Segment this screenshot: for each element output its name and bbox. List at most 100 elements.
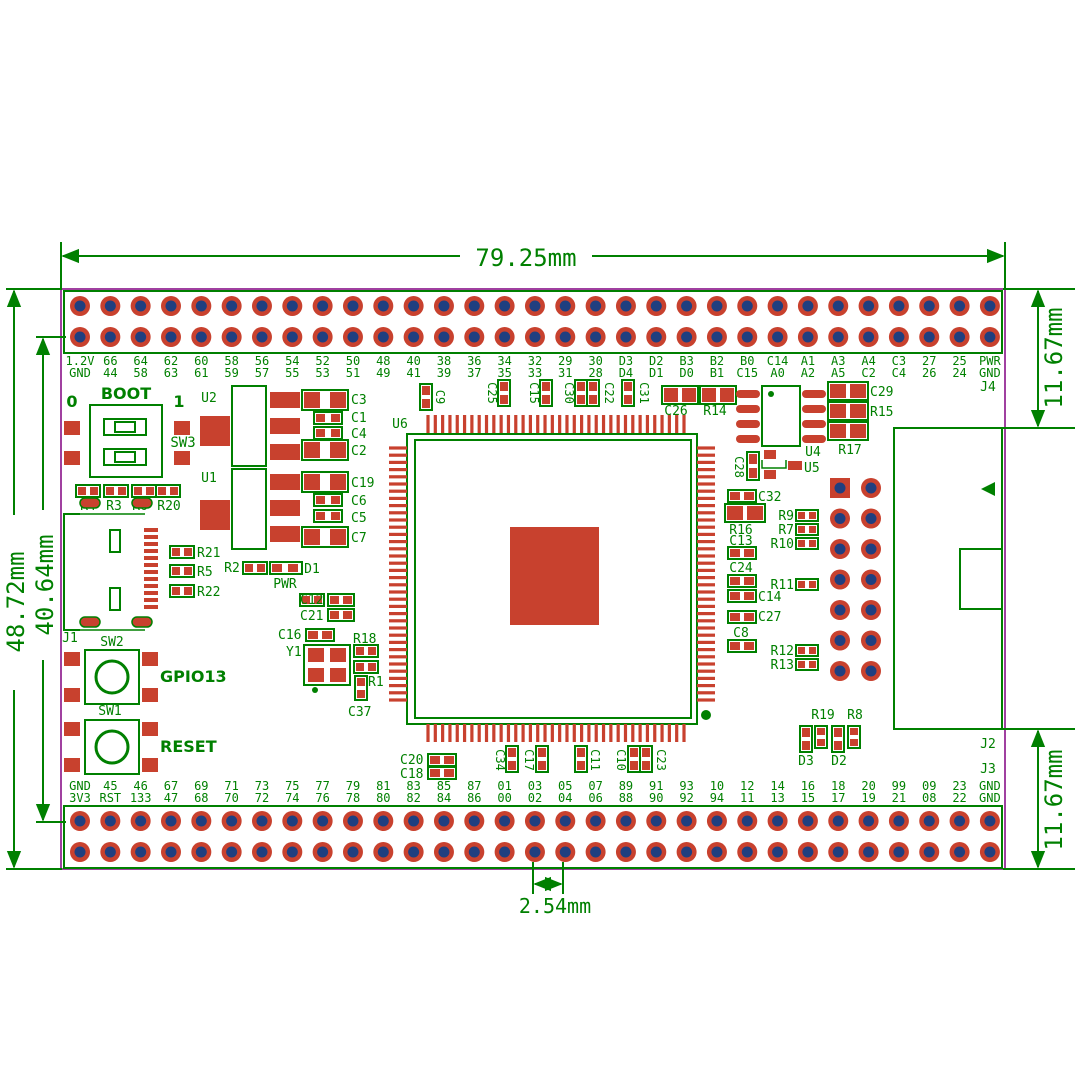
header-bottom-pin-label: 3V3 [69, 791, 91, 805]
header-bottom-pin-label: 08 [922, 791, 936, 805]
j2-label: J2 [980, 737, 996, 752]
qfp-pad [389, 640, 407, 644]
c9-label: C9 [433, 390, 447, 404]
qfp-pad [697, 612, 715, 616]
c26-label: C26 [664, 404, 687, 419]
header-top-pin [737, 327, 758, 347]
header-bottom-pin [919, 842, 940, 862]
header-top-pin [342, 327, 363, 347]
header-top-pin-label: A5 [831, 366, 845, 380]
jtag-pin [830, 539, 850, 559]
header-top-pin-label: B1 [710, 366, 724, 380]
qfp-pad [528, 415, 532, 433]
qfp-pad [521, 724, 525, 742]
r20-label: R20 [157, 499, 180, 514]
leds-d2-d3: R19 R8 D3 D2 [798, 708, 863, 769]
header-bottom-pin-label: 10 [710, 779, 724, 793]
usb-pad [144, 584, 158, 588]
header-bottom-pin-label: 15 [801, 791, 815, 805]
header-bottom-pin-label: 69 [194, 779, 208, 793]
qfp-pad [426, 415, 430, 433]
boot-switch-sw3: BOOT 0 1 SW3 [64, 384, 196, 478]
c3-label: C3 [351, 393, 367, 408]
qfp-pad [587, 724, 591, 742]
qfp-pad [499, 724, 503, 742]
header-bottom-pin-label: 16 [801, 779, 815, 793]
qfp-pad [492, 724, 496, 742]
c29-label: C29 [870, 385, 893, 400]
header-bottom-pin [494, 842, 515, 862]
r12-label: R12 [771, 644, 794, 659]
c29-r15-r17: C29 R15 R17 [827, 381, 893, 458]
qfp-pad [492, 415, 496, 433]
c6-label: C6 [351, 494, 367, 509]
header-bottom-pin [555, 842, 576, 862]
r16-label: R16 [729, 523, 752, 538]
header-bottom-pin [524, 842, 545, 862]
header-top-pin [737, 296, 758, 316]
header-top-pin [828, 296, 849, 316]
r11-label: R11 [771, 578, 794, 593]
qfp-pad [565, 724, 569, 742]
header-top-pin-label: 30 [588, 354, 602, 368]
caps-above-mcu: C9 C25 C15 C30 C22 C31 [419, 379, 651, 411]
r22-label: R22 [197, 585, 220, 600]
header-top-pin [767, 296, 788, 316]
header-top-pin [828, 327, 849, 347]
header-bottom-pin-label: 22 [952, 791, 966, 805]
qfp-pad [631, 415, 635, 433]
header-top-pin [160, 327, 181, 347]
header-bottom-pin [797, 842, 818, 862]
header-top-pin-label: D2 [649, 354, 663, 368]
regulator-u1: U1 [200, 468, 300, 550]
header-top-pin-label: 26 [922, 366, 936, 380]
header-bottom-pin-label: GND [979, 791, 1001, 805]
header-bottom-pin [191, 811, 212, 831]
header-bottom-pin [767, 811, 788, 831]
header-bottom-pin-label: 85 [437, 779, 451, 793]
header-top-pin [130, 296, 151, 316]
qfp-pad [455, 415, 459, 433]
header-bottom-pin-label: 73 [255, 779, 269, 793]
qfp-pad [389, 568, 407, 572]
header-bottom-pin-label: 05 [558, 779, 572, 793]
qfp-pad [697, 446, 715, 450]
qfp-pad [697, 691, 715, 695]
header-bottom-pin [585, 811, 606, 831]
dimension-header-bottom: 11.67mm [1002, 728, 1075, 870]
qfp-pad [389, 518, 407, 522]
usb-pad [144, 528, 158, 532]
header-top-pin [949, 327, 970, 347]
header-bottom-pin-label: 91 [649, 779, 663, 793]
c7-label: C7 [351, 531, 367, 546]
header-bottom-pin-label: 09 [922, 779, 936, 793]
header-bottom-pin-label: 92 [679, 791, 693, 805]
qfp-pad [616, 724, 620, 742]
header-bottom-pin [767, 842, 788, 862]
qfp-pad [697, 525, 715, 529]
qfp-pad [389, 475, 407, 479]
r15-label: R15 [870, 405, 893, 420]
qfp-pad [697, 453, 715, 457]
header-bottom-pin-label: 00 [497, 791, 511, 805]
c11-label: C11 [588, 749, 602, 771]
header-top-pin-label: C15 [736, 366, 758, 380]
header-bottom-pin [342, 811, 363, 831]
c4-label: C4 [351, 427, 367, 442]
flash-u4: U4 [736, 385, 826, 460]
header-top-pin [524, 327, 545, 347]
qfp-pad [462, 724, 467, 742]
qfp-pad [645, 724, 650, 742]
header-top-pin-label: 64 [133, 354, 147, 368]
qfp-pad [645, 415, 650, 433]
c28-label: C28 [732, 456, 746, 478]
header-bottom-pin-label: 72 [255, 791, 269, 805]
u5-label: U5 [804, 461, 820, 476]
header-top-pin [949, 296, 970, 316]
header-bottom-pin [464, 811, 485, 831]
qfp-pad [697, 561, 715, 565]
header-bottom-pin [282, 811, 303, 831]
qfp-pad [389, 482, 407, 486]
header-top-pin-label: 58 [224, 354, 238, 368]
